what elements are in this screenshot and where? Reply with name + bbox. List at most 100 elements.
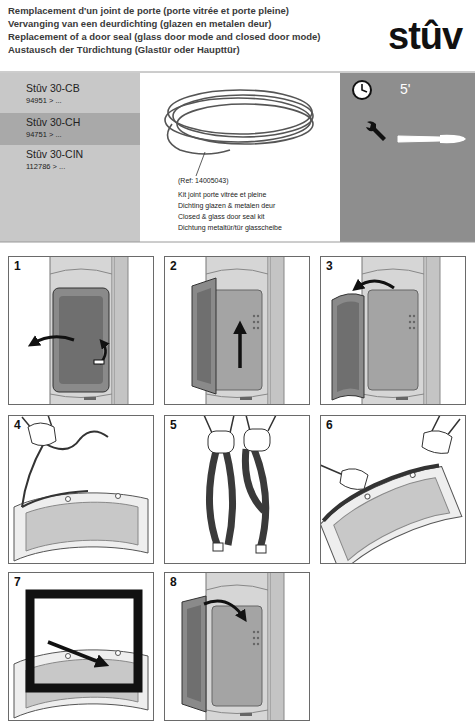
band-rule — [0, 242, 475, 243]
step-number: 2 — [170, 260, 177, 273]
fist — [208, 431, 234, 453]
step-number: 4 — [14, 419, 21, 432]
seal-end — [256, 545, 266, 553]
step-panel: 4 — [8, 415, 154, 564]
remove-arrow — [356, 281, 394, 288]
step-panel: 6 — [320, 415, 466, 564]
node-text: 112786 > ... — [26, 163, 65, 171]
coil-tail — [168, 124, 231, 154]
door-handle — [94, 360, 104, 364]
step-8-art — [182, 573, 284, 720]
step-6-art — [321, 416, 465, 563]
model-panel: Stûv 30-CB 94951 > ... Stûv 30-CIN 112786 >… — [0, 73, 140, 242]
door-tray — [321, 461, 465, 563]
step-panel: 7 — [8, 572, 154, 721]
arm-lines — [430, 416, 460, 437]
step-2-art — [192, 257, 284, 404]
stove-symbol — [362, 257, 440, 404]
refit-arrow — [204, 601, 244, 618]
door-glass — [59, 296, 103, 384]
clock-icon — [353, 81, 371, 99]
arm-lines — [321, 465, 348, 477]
lift-arrow — [100, 342, 106, 364]
coil-loop — [177, 104, 313, 144]
step-panel: 8 — [164, 572, 310, 721]
seal-end — [213, 543, 223, 551]
step-number: 8 — [170, 576, 177, 589]
time-panel: 5' — [340, 73, 475, 242]
step-7-art — [14, 594, 148, 718]
new-seal — [226, 451, 233, 545]
step-panel: 3 — [320, 256, 466, 405]
model-band: Stûv 30-CH 94751 > ... — [0, 113, 140, 145]
stove-symbol — [50, 257, 128, 404]
new-seal — [209, 451, 218, 547]
seal-frame — [30, 594, 138, 688]
stove-symbol — [206, 573, 284, 720]
node-text: 94751 > ... — [26, 131, 62, 139]
node-text: Stûv 30-CB — [26, 83, 80, 95]
arm-lines — [204, 416, 276, 433]
node-text: 5' — [400, 82, 410, 97]
door-removed — [332, 294, 364, 400]
step-number: 3 — [326, 260, 333, 273]
band-rule — [0, 72, 475, 73]
kit-name: Dichting glazen & metalen deur — [178, 202, 275, 210]
step-panel: 5 — [164, 415, 310, 564]
step-5-art — [204, 416, 276, 553]
kit-name: Closed & glass door seal kit — [178, 213, 264, 221]
seal-coil — [165, 90, 313, 176]
hand — [340, 469, 368, 490]
door-glass — [337, 302, 359, 392]
step-number: 6 — [326, 419, 333, 432]
clock-hands — [362, 84, 367, 92]
step-4-art — [14, 416, 148, 561]
stove-symbol — [206, 257, 284, 404]
node-text: 94951 > ... — [26, 97, 62, 105]
header-line: Replacement of a door seal (glass door m… — [8, 32, 321, 42]
coil-loop — [165, 98, 311, 142]
old-seal — [22, 431, 108, 507]
door-tray — [14, 493, 148, 561]
lift-arrow — [238, 326, 242, 368]
screwdriver-icon — [398, 135, 466, 143]
step-panel: 1 — [8, 256, 154, 405]
leader-line — [196, 152, 205, 176]
wrench-shape — [366, 121, 386, 141]
title-text: Remplacement d'un joint de porte (porte … — [8, 6, 289, 16]
screwdriver-shaft — [398, 136, 440, 142]
step-number: 5 — [170, 419, 177, 432]
door-tray — [14, 650, 148, 718]
wrench-icon — [366, 121, 386, 141]
door-glass — [197, 288, 211, 384]
kit-reference: (Ref: 14005043) — [178, 177, 229, 185]
header-line: Austausch der Türdichtung (Glastür oder … — [8, 45, 240, 55]
hand — [422, 431, 452, 454]
kit-name: Kit joint porte vitrée et pleine — [178, 191, 266, 199]
arm-lines — [22, 416, 52, 429]
seal-in-groove — [321, 460, 442, 521]
new-seal — [245, 449, 264, 511]
door-glass — [187, 605, 201, 702]
step-1-art — [32, 257, 128, 404]
brand-logo: stûv — [388, 16, 462, 58]
step-number: 7 — [14, 576, 21, 589]
hand — [28, 423, 56, 446]
node-text: Stûv 30-CIN — [26, 149, 83, 161]
open-arrow — [32, 337, 74, 344]
kit-name: Dichtung metaltür/tür glasscheibe — [178, 224, 282, 232]
new-seal — [254, 449, 266, 549]
door-open — [192, 278, 216, 394]
node-text: Stûv 30-CH — [26, 117, 80, 129]
place-arrow — [48, 642, 104, 664]
coil-loop — [168, 90, 312, 134]
screwdriver-handle — [440, 135, 466, 143]
fist — [244, 429, 270, 451]
header-line: Vervanging van een deurdichting (glazen … — [8, 19, 271, 29]
step-3-art — [332, 257, 440, 404]
coil-loop — [173, 95, 313, 137]
door-closed — [53, 288, 109, 392]
step-panel: 2 — [164, 256, 310, 405]
door-refit — [182, 596, 206, 712]
